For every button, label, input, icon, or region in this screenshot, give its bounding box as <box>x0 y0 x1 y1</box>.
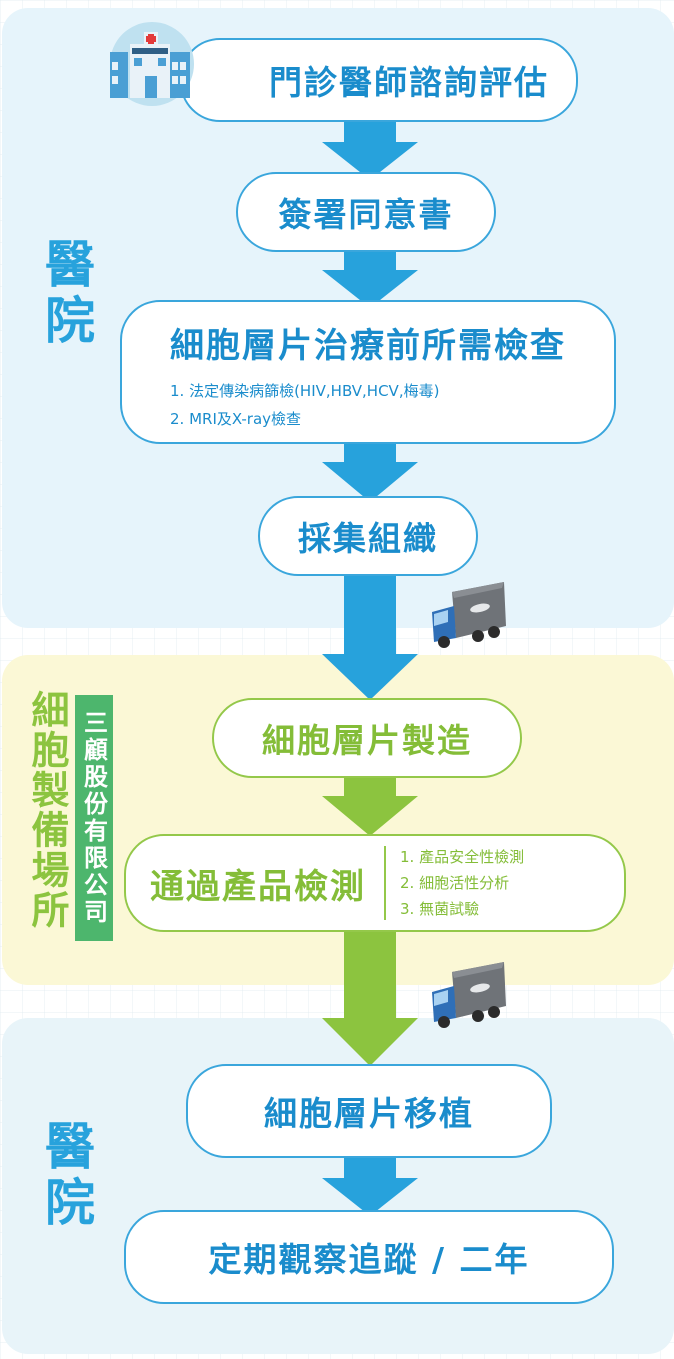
facility-label: 細胞製備場所 <box>25 690 70 930</box>
product-test-note: 1. 產品安全性檢測 <box>400 848 525 866</box>
step-collect-title: 採集組織 <box>298 519 438 558</box>
step-consult: 門診醫師諮詢評估 <box>180 38 578 122</box>
arrow-down-icon <box>322 122 418 180</box>
divider <box>384 846 386 920</box>
arrow-down-icon <box>322 572 418 700</box>
truck-icon <box>432 962 506 1028</box>
hospital-icon <box>106 22 214 130</box>
step-follow-up-title: 定期觀察追蹤 / 二年 <box>208 1240 530 1279</box>
arrow-down-icon <box>322 250 418 308</box>
hospital-label-top: 醫院 <box>37 238 96 350</box>
step-product-test: 通過產品檢測 1. 產品安全性檢測 2. 細胞活性分析 3. 無菌試驗 <box>124 834 626 932</box>
step-pre-exam-title: 細胞層片治療前所需檢查 <box>170 326 566 366</box>
truck-icon <box>432 582 506 648</box>
product-test-notes: 1. 產品安全性檢測 2. 細胞活性分析 3. 無菌試驗 <box>400 844 524 922</box>
pre-exam-note: 2. MRI及X-ray檢查 <box>170 410 302 428</box>
step-pre-exam: 細胞層片治療前所需檢查 1. 法定傳染病篩檢(HIV,HBV,HCV,梅毒) 2… <box>120 300 616 444</box>
hospital-label-bottom: 醫院 <box>37 1120 96 1232</box>
company-badge: 三顧股份有限公司 <box>75 695 113 941</box>
arrow-down-icon <box>322 932 418 1066</box>
pre-exam-note: 1. 法定傳染病篩檢(HIV,HBV,HCV,梅毒) <box>170 382 440 400</box>
step-consult-title: 門診醫師諮詢評估 <box>269 63 549 102</box>
product-test-note: 3. 無菌試驗 <box>400 900 480 918</box>
step-follow-up: 定期觀察追蹤 / 二年 <box>124 1210 614 1304</box>
step-transplant-title: 細胞層片移植 <box>264 1094 474 1133</box>
step-manufacture: 細胞層片製造 <box>212 698 522 778</box>
step-manufacture-title: 細胞層片製造 <box>262 721 472 760</box>
arrow-down-icon <box>322 1158 418 1216</box>
step-transplant: 細胞層片移植 <box>186 1064 552 1158</box>
step-consent: 簽署同意書 <box>236 172 496 252</box>
arrow-down-icon <box>322 776 418 836</box>
step-consent-title: 簽署同意書 <box>278 195 454 234</box>
arrow-down-icon <box>322 440 418 502</box>
step-product-test-title: 通過產品檢測 <box>150 866 366 907</box>
product-test-note: 2. 細胞活性分析 <box>400 874 510 892</box>
step-collect: 採集組織 <box>258 496 478 576</box>
